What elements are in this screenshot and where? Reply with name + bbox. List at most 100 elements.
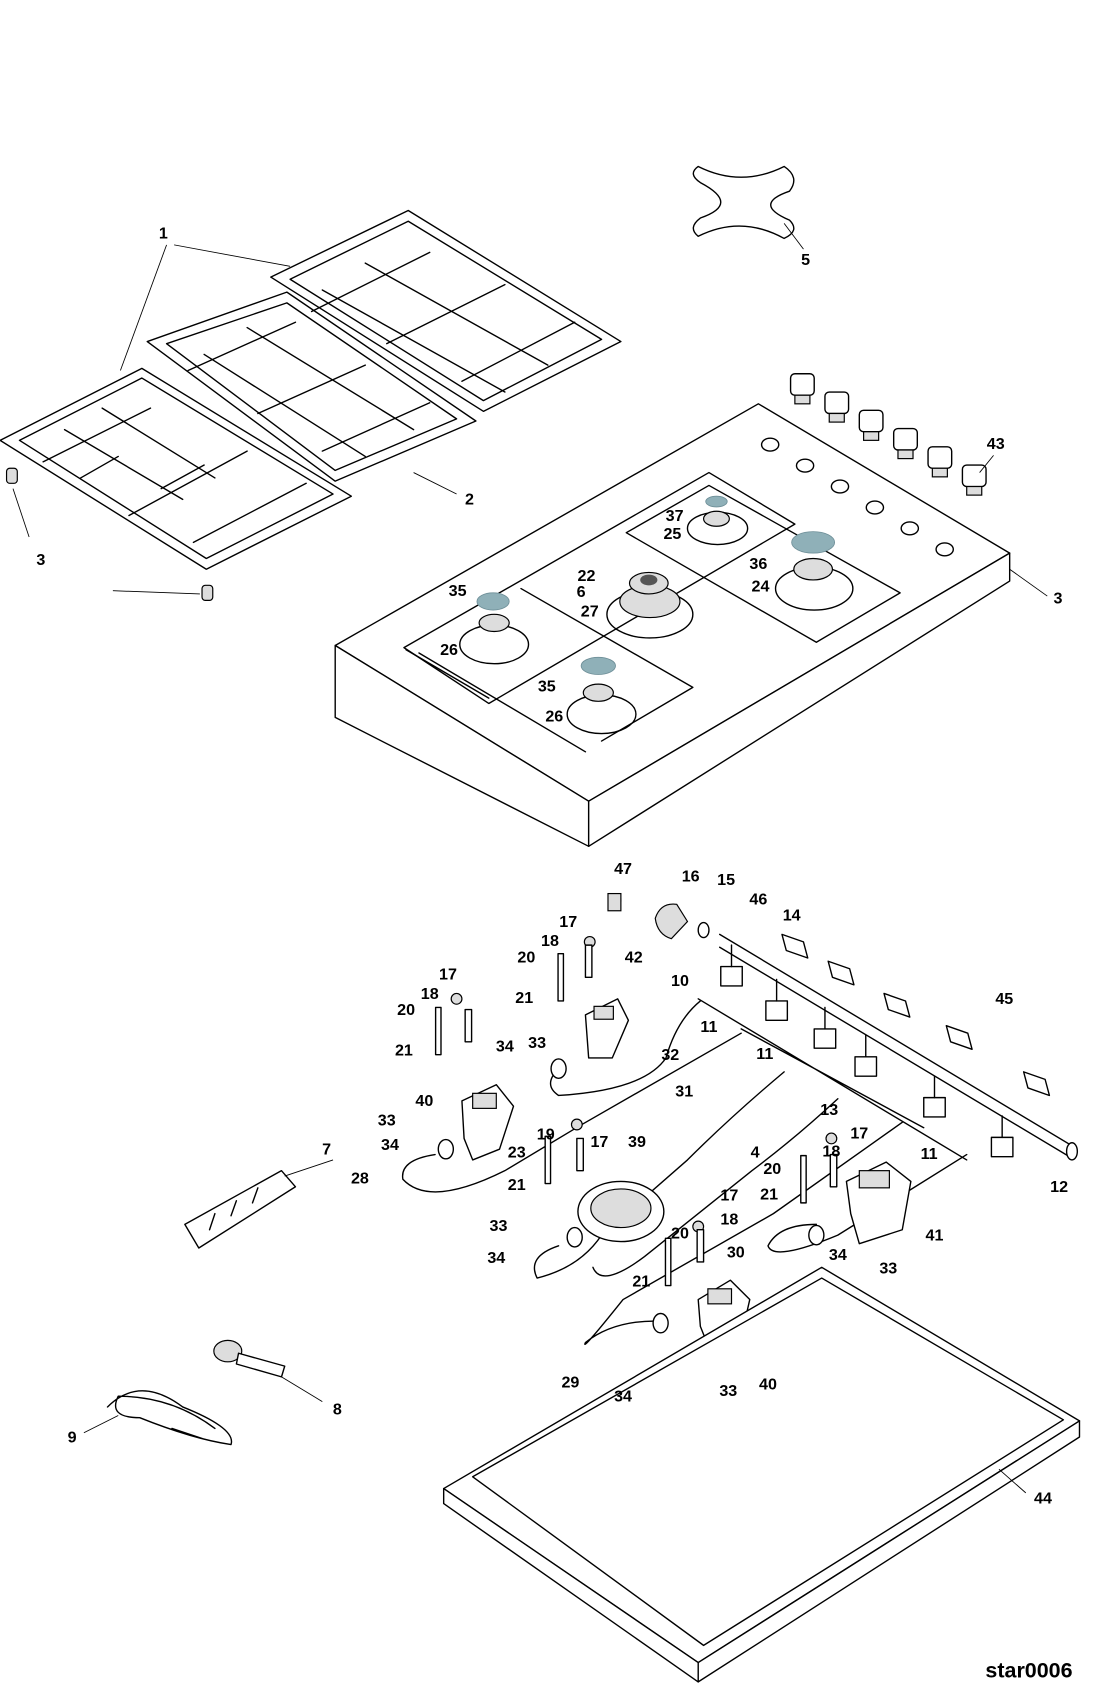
nut-icon [825, 1132, 838, 1145]
callout-label: 33 [879, 1260, 897, 1278]
rubber-foot [201, 584, 214, 601]
knob-hole [795, 458, 815, 473]
callout-label: 17 [559, 913, 577, 931]
callout-label: 21 [515, 989, 533, 1007]
callout-label: 14 [783, 906, 801, 924]
valve-icon [923, 1096, 946, 1118]
callout-label: 46 [749, 890, 767, 908]
nut-icon [570, 1118, 583, 1131]
callout-label: 15 [717, 871, 735, 889]
wiring-harness [106, 1390, 233, 1446]
pan-support-right [270, 209, 622, 413]
knob-stem [863, 431, 880, 441]
callout-label: 35 [538, 678, 556, 696]
bracket-icon [883, 992, 911, 1018]
callout-label: 39 [628, 1133, 646, 1151]
callout-label: 33 [489, 1217, 507, 1235]
callout-label: 2 [465, 491, 474, 509]
callout-label: 4 [751, 1144, 760, 1162]
knob-stem [794, 394, 811, 405]
callout-label: 34 [614, 1388, 632, 1406]
thermocouple-icon [557, 953, 565, 1002]
callout-label: 33 [719, 1382, 737, 1400]
callout-label: 11 [921, 1145, 938, 1163]
callout-label: 6 [577, 583, 586, 601]
ignition-generator [184, 1169, 297, 1249]
callout-label: 21 [760, 1186, 778, 1204]
callout-label: 13 [820, 1101, 838, 1119]
thermocouple-icon [434, 1006, 442, 1056]
knob-hole [760, 437, 780, 452]
callout-label: 42 [625, 948, 643, 966]
callout-label: 8 [333, 1400, 342, 1418]
knob-icon [892, 427, 919, 451]
callout-label: 30 [727, 1244, 745, 1262]
burner-body-40-rear [461, 1084, 515, 1161]
bracket-icon [781, 933, 809, 959]
callout-label: 20 [397, 1001, 415, 1019]
knob-icon [961, 464, 987, 488]
pan-support-left [0, 367, 353, 570]
knob-icon [927, 446, 953, 469]
leader-line [979, 455, 994, 473]
callout-label: 1 [159, 224, 168, 242]
callout-label: 10 [671, 972, 689, 990]
callout-label: 40 [415, 1092, 433, 1110]
callout-label: 25 [663, 525, 681, 543]
valve-icon [765, 1000, 789, 1022]
connector-47-icon [607, 892, 622, 912]
gas-valves [720, 944, 1014, 1158]
callout-label: 32 [661, 1046, 679, 1064]
callout-label: 19 [537, 1125, 555, 1143]
burner-center-wok [606, 571, 694, 639]
callout-label: 20 [671, 1224, 689, 1242]
knob-holes [760, 437, 954, 557]
callout-label: 17 [850, 1124, 868, 1142]
callout-label: 5 [801, 251, 810, 269]
callout-label: 18 [720, 1210, 738, 1228]
knob-stem [931, 467, 948, 478]
callout-label: 18 [421, 985, 439, 1003]
bracket-icon [827, 960, 855, 986]
callout-label: 11 [756, 1045, 773, 1063]
callout-label: 27 [581, 602, 599, 620]
leader-line [174, 244, 291, 267]
callout-label: 17 [590, 1133, 608, 1151]
callout-label: 34 [381, 1136, 399, 1154]
callout-label: 17 [720, 1187, 738, 1205]
callout-label: 21 [395, 1042, 413, 1060]
valve-icon [813, 1028, 837, 1049]
bottom-tray [442, 1266, 1081, 1683]
wok-support [692, 165, 804, 250]
callout-label: 26 [545, 708, 563, 726]
callout-label: 43 [987, 435, 1005, 453]
callout-label: 41 [926, 1226, 944, 1244]
callout-label: 31 [675, 1083, 693, 1101]
callout-label: 7 [322, 1141, 331, 1159]
knob-hole [830, 479, 850, 494]
leader-line [12, 488, 30, 538]
callout-label: 40 [759, 1376, 777, 1394]
rubber-foot [5, 467, 18, 484]
callout-label: 33 [528, 1034, 546, 1052]
bracket-icon [1022, 1071, 1051, 1097]
thermocouple-icon [544, 1135, 552, 1185]
injector-icon [464, 1008, 473, 1043]
callout-label: 12 [1050, 1178, 1068, 1196]
knob-icon [858, 409, 884, 433]
knob-hole [900, 521, 920, 536]
valve-icon [854, 1056, 878, 1077]
callout-label: 21 [632, 1273, 650, 1291]
callout-label: 44 [1034, 1490, 1052, 1508]
callout-label: 23 [508, 1144, 526, 1162]
knob-stem [966, 485, 983, 496]
callout-label: 21 [508, 1176, 526, 1194]
callout-label: 17 [439, 965, 457, 983]
callout-label: 26 [440, 641, 458, 659]
callout-label: 16 [682, 868, 700, 886]
knob-hole [865, 500, 885, 515]
callout-label: 3 [1054, 590, 1063, 608]
knob-hole [935, 542, 954, 557]
knob-icon [824, 391, 850, 415]
